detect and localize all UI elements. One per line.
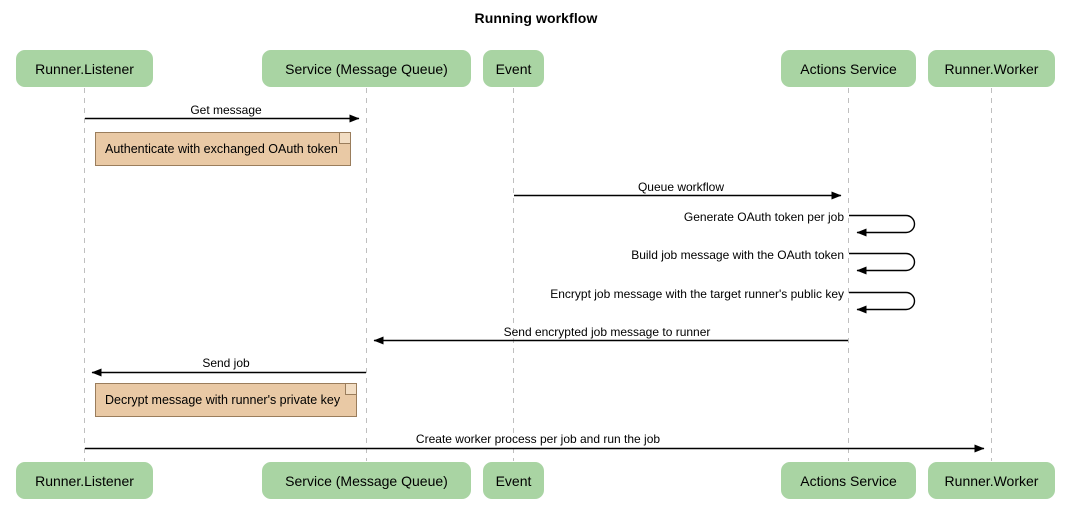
note-label: Authenticate with exchanged OAuth token	[105, 141, 338, 156]
note-label: Decrypt message with runner's private ke…	[105, 392, 341, 407]
participant-label: Actions Service	[800, 60, 897, 77]
participant-label: Runner.Worker	[944, 472, 1039, 489]
message-label-get-message: Get message	[190, 103, 262, 117]
message-label-generate-oauth-token-per-job: Generate OAuth token per job	[683, 210, 844, 224]
participant-label: Event	[495, 472, 532, 489]
message-label-create-worker-process-per-job-and-run-the-job: Create worker process per job and run th…	[415, 432, 661, 446]
note-fold-icon	[345, 384, 356, 395]
lifelines	[84, 88, 992, 461]
arrow-build-job-message-with-the-oauth-token	[849, 252, 916, 275]
note-authenticate-with-exchanged-oauth-token: Authenticate with exchanged OAuth token	[95, 132, 351, 166]
message-label-encrypt-job-message-with-the-target-runners-public-key: Encrypt job message with the target runn…	[550, 287, 844, 301]
participant-label: Service (Message Queue)	[285, 472, 448, 489]
participant-label: Runner.Worker	[944, 60, 1039, 77]
message-label-build-job-message-with-the-oauth-token: Build job message with the OAuth token	[631, 248, 844, 262]
participant-runner-listener-top[interactable]: Runner.Listener	[16, 50, 153, 87]
note-decrypt-message-with-runners-private-key: Decrypt message with runner's private ke…	[95, 383, 357, 417]
participant-runner-listener-bottom[interactable]: Runner.Listener	[16, 462, 153, 499]
participant-label: Runner.Listener	[35, 60, 134, 77]
arrow-encrypt-job-message-with-the-target-runners-public-key	[849, 291, 916, 314]
arrow-generate-oauth-token-per-job	[849, 214, 916, 237]
participant-label: Service (Message Queue)	[285, 60, 448, 77]
message-label-queue-workflow: Queue workflow	[637, 180, 725, 194]
message-label-send-job: Send job	[202, 356, 250, 370]
message-arrows	[85, 114, 985, 453]
participant-event-top[interactable]: Event	[483, 50, 544, 87]
diagram-title: Running workflow	[474, 10, 598, 26]
participant-service-message-queue-bottom[interactable]: Service (Message Queue)	[262, 462, 471, 499]
participant-actions-service-top[interactable]: Actions Service	[781, 50, 916, 87]
participant-actions-service-bottom[interactable]: Actions Service	[781, 462, 916, 499]
participant-runner-worker-bottom[interactable]: Runner.Worker	[928, 462, 1055, 499]
participant-service-message-queue-top[interactable]: Service (Message Queue)	[262, 50, 471, 87]
participant-label: Runner.Listener	[35, 472, 134, 489]
participant-event-bottom[interactable]: Event	[483, 462, 544, 499]
participant-label: Actions Service	[800, 472, 897, 489]
note-fold-icon	[339, 133, 350, 144]
participant-label: Event	[495, 60, 532, 77]
message-label-send-encrypted-job-message-to-runner: Send encrypted job message to runner	[503, 325, 711, 339]
participant-runner-worker-top[interactable]: Runner.Worker	[928, 50, 1055, 87]
